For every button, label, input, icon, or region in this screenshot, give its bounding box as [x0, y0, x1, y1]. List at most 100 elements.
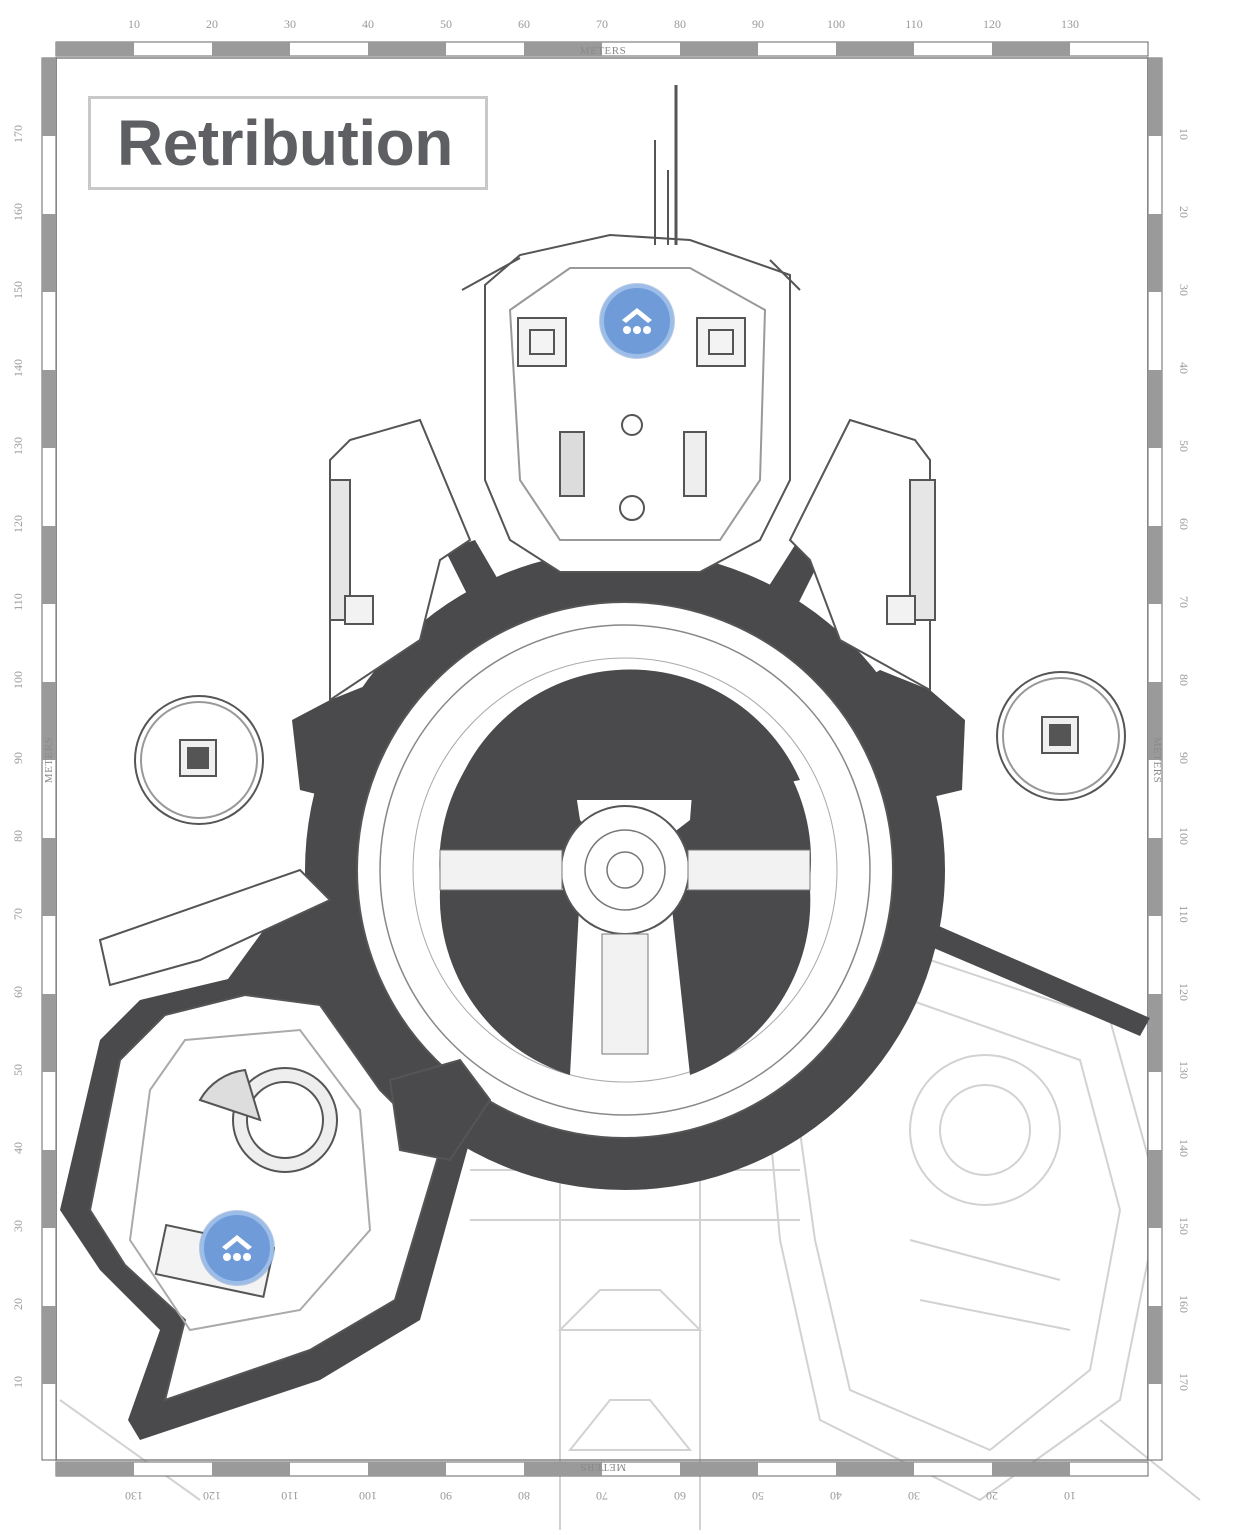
right-tick-label: 130: [1177, 1061, 1191, 1079]
ruler-segment: [524, 42, 602, 56]
ruler-segment: [56, 42, 134, 56]
right-tick-label: 70: [1177, 596, 1191, 608]
scale-unit-right: METERS: [1151, 737, 1163, 783]
bottom-tick-label: 110: [281, 1489, 299, 1503]
ruler-segment: [42, 526, 56, 604]
right-tick-label: 10: [1177, 128, 1191, 140]
upper-hatch-marker[interactable]: [600, 284, 674, 358]
top-tick-label: 50: [440, 17, 452, 31]
bottom-tick-label: 100: [359, 1489, 377, 1503]
right-tick-label: 150: [1177, 1217, 1191, 1235]
map-title-box: Retribution: [88, 96, 488, 190]
left-tick-label: 150: [11, 281, 25, 299]
scale-unit-top: METERS: [580, 45, 626, 57]
right-tick-label: 160: [1177, 1295, 1191, 1313]
right-tick-label: 90: [1177, 752, 1191, 764]
ruler-segment: [1148, 682, 1162, 760]
ruler-segment: [992, 42, 1070, 56]
top-tick-labels: 10 20 30 40 50 60 70 80 90 100 110 120 1…: [128, 17, 1079, 31]
ruler-segment: [42, 58, 56, 136]
left-tick-label: 30: [11, 1220, 25, 1232]
ruler-segment: [836, 42, 914, 56]
ruler-segment: [212, 1462, 290, 1476]
ruler-segment: [1148, 58, 1162, 136]
ruler-segment: [836, 1462, 914, 1476]
bottom-tick-label: 40: [830, 1489, 842, 1503]
left-tick-label: 80: [11, 830, 25, 842]
map-title: Retribution: [117, 107, 453, 179]
ruler-segment: [56, 1462, 134, 1476]
side-wings: [98, 418, 936, 987]
ruler-segment: [42, 1150, 56, 1228]
ruler-segment: [1148, 994, 1162, 1072]
right-tick-label: 140: [1177, 1139, 1191, 1157]
hatch-icon: [622, 308, 652, 334]
ruler-segment: [368, 42, 446, 56]
left-tick-labels: 170 160 150 140 130 120 110 100 90 80 70…: [11, 125, 25, 1388]
scale-unit-bottom: METERS: [580, 1461, 626, 1473]
right-tick-label: 170: [1177, 1373, 1191, 1391]
ruler-segment: [42, 682, 56, 760]
bottom-tick-label: 30: [908, 1489, 920, 1503]
left-tick-label: 40: [11, 1142, 25, 1154]
left-tick-label: 10: [11, 1376, 25, 1388]
upper-module: [461, 85, 801, 573]
bottom-tick-label: 10: [1064, 1489, 1076, 1503]
right-tick-labels: 10 20 30 40 50 60 70 80 90 100 110 120 1…: [1177, 128, 1191, 1391]
bottom-tick-labels: 130 120 110 100 90 80 70 60 50 40 30 20 …: [125, 1489, 1076, 1503]
left-tick-label: 90: [11, 752, 25, 764]
right-tick-label: 100: [1177, 827, 1191, 845]
top-tick-label: 110: [905, 17, 923, 31]
top-tick-label: 100: [827, 17, 845, 31]
right-tick-label: 30: [1177, 284, 1191, 296]
top-tick-label: 40: [362, 17, 374, 31]
left-tick-label: 130: [11, 437, 25, 455]
hatch-icon: [222, 1235, 252, 1261]
top-tick-label: 70: [596, 17, 608, 31]
ruler-segment: [42, 838, 56, 916]
ruler-segment: [1148, 214, 1162, 292]
map-frame: [41, 41, 1163, 1477]
ruler-segment: [680, 1462, 758, 1476]
ruler-segment: [1148, 1150, 1162, 1228]
top-tick-label: 120: [983, 17, 1001, 31]
left-tick-label: 100: [11, 671, 25, 689]
bottom-tick-label: 90: [440, 1489, 452, 1503]
right-tick-label: 50: [1177, 440, 1191, 452]
bottom-tick-label: 120: [203, 1489, 221, 1503]
right-tick-label: 60: [1177, 518, 1191, 530]
bottom-tick-label: 130: [125, 1489, 143, 1503]
left-tick-label: 50: [11, 1064, 25, 1076]
ruler-segment: [1148, 1306, 1162, 1384]
ruler-segment: [42, 214, 56, 292]
ruler-segment: [42, 994, 56, 1072]
lower-hatch-marker[interactable]: [200, 1211, 274, 1285]
right-tick-label: 120: [1177, 983, 1191, 1001]
right-tick-label: 20: [1177, 206, 1191, 218]
left-tick-label: 140: [11, 359, 25, 377]
top-tick-label: 80: [674, 17, 686, 31]
ruler-segment: [1148, 526, 1162, 604]
right-tick-label: 80: [1177, 674, 1191, 686]
ruler-segment: [212, 42, 290, 56]
left-tick-label: 160: [11, 203, 25, 221]
ruler-segment: [42, 370, 56, 448]
bottom-tick-label: 20: [986, 1489, 998, 1503]
left-tick-label: 70: [11, 908, 25, 920]
right-tick-label: 40: [1177, 362, 1191, 374]
left-tick-label: 170: [11, 125, 25, 143]
top-tick-label: 60: [518, 17, 530, 31]
top-tick-label: 10: [128, 17, 140, 31]
bottom-tick-label: 50: [752, 1489, 764, 1503]
ruler-segment: [1148, 370, 1162, 448]
ruler-segment: [992, 1462, 1070, 1476]
bottom-tick-label: 70: [596, 1489, 608, 1503]
ruler-segment: [368, 1462, 446, 1476]
bottom-tick-label: 80: [518, 1489, 530, 1503]
satellite-pods: [134, 671, 1126, 825]
ruler-segment: [524, 1462, 602, 1476]
top-tick-label: 20: [206, 17, 218, 31]
scale-unit-left: METERS: [43, 737, 55, 783]
